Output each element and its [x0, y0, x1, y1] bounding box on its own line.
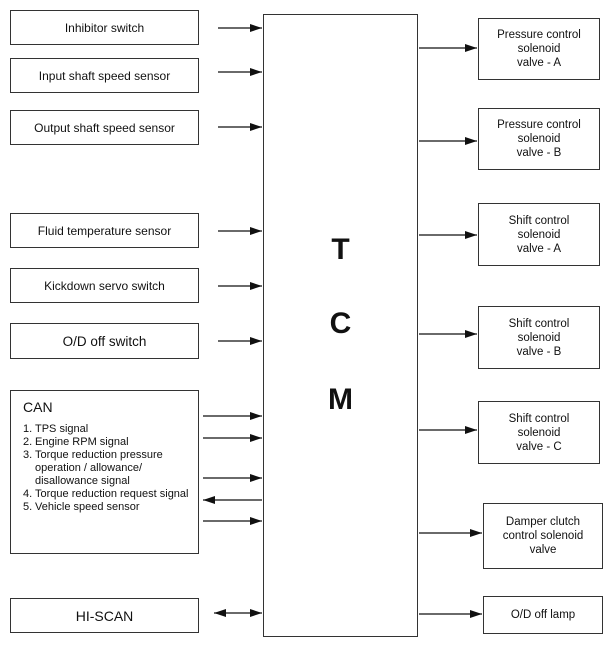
input-input-shaft-speed-sensor: Input shaft speed sensor [10, 58, 199, 93]
input-output-shaft-speed-sensor: Output shaft speed sensor [10, 110, 199, 145]
can-item: 4.Torque reduction request signal [23, 488, 189, 500]
output-shift-control-solenoid-a: Shift control solenoid valve - A [478, 203, 600, 266]
output-pressure-control-solenoid-b: Pressure control solenoid valve - B [478, 108, 600, 170]
can-item: 5.Vehicle speed sensor [23, 501, 140, 513]
can-item: 1.TPS signal [23, 423, 89, 435]
output-od-off-lamp: O/D off lamp [483, 596, 603, 634]
tcm-letter-m: M [328, 383, 353, 416]
tcm-box: T C M [263, 14, 418, 637]
output-shift-control-solenoid-b: Shift control solenoid valve - B [478, 306, 600, 369]
can-item: 3.Torque reduction pressure operation / … [23, 449, 163, 487]
can-box: CAN 1.TPS signal 2.Engine RPM signal 3.T… [10, 390, 199, 554]
input-inhibitor-switch: Inhibitor switch [10, 10, 199, 45]
tcm-letter-t: T [331, 233, 350, 266]
can-title: CAN [23, 399, 53, 415]
output-shift-control-solenoid-c: Shift control solenoid valve - C [478, 401, 600, 464]
can-item: 2.Engine RPM signal [23, 436, 129, 448]
input-kickdown-servo-switch: Kickdown servo switch [10, 268, 199, 303]
output-damper-clutch-control-solenoid: Damper clutch control solenoid valve [483, 503, 603, 569]
tcm-letter-c: C [329, 307, 352, 340]
input-od-off-switch: O/D off switch [10, 323, 199, 359]
can-signal-list: 1.TPS signal 2.Engine RPM signal 3.Torqu… [23, 423, 198, 514]
input-fluid-temperature-sensor: Fluid temperature sensor [10, 213, 199, 248]
hi-scan-box: HI-SCAN [10, 598, 199, 633]
output-pressure-control-solenoid-a: Pressure control solenoid valve - A [478, 18, 600, 80]
